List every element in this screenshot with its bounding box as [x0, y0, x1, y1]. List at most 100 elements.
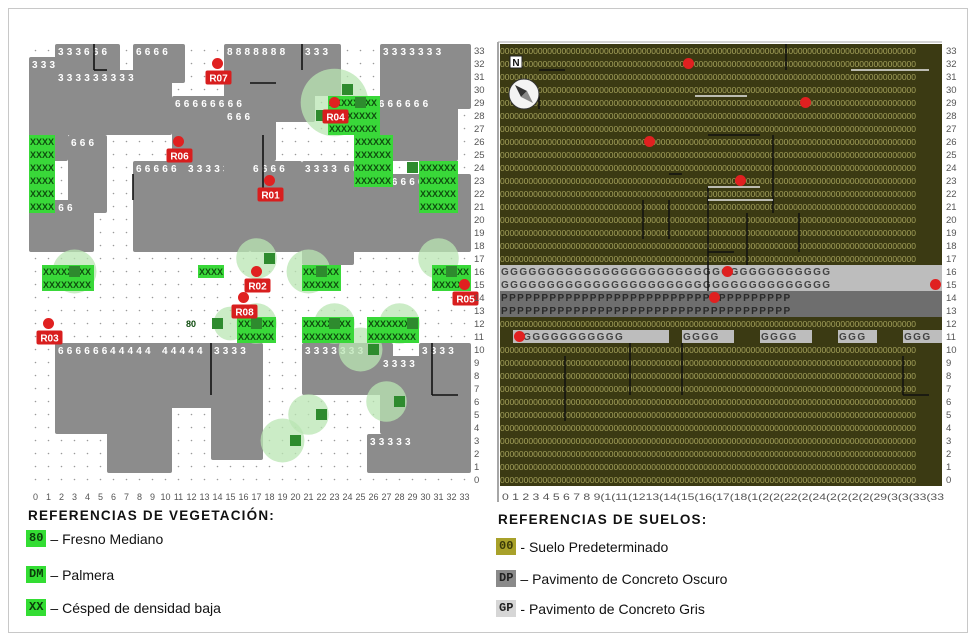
grid-dot [424, 478, 427, 481]
soil-row-text: 0000000000000000000000000000000000000000… [500, 137, 916, 147]
grid-dot [216, 296, 219, 299]
grid-dot [437, 309, 440, 312]
grid-dot [190, 439, 193, 442]
grid-dot [125, 244, 128, 247]
axis-y-tick: 14 [474, 293, 485, 304]
legend-label-palm: – Palmera [50, 566, 115, 583]
building-height-text: 3333 [383, 359, 418, 370]
pavement-text: PPPPPPPPPPPPPPPPPPPPPPPPPPPPPPPPPPPP [501, 306, 792, 317]
grid-dot [346, 426, 349, 429]
grass-patch [354, 135, 393, 187]
receptor-point [683, 58, 694, 69]
grid-dot [99, 452, 102, 455]
soil-axis-y-tick: 27 [946, 124, 957, 135]
grid-dot [229, 465, 232, 468]
grid-dot [268, 387, 271, 390]
soil-axis-y-tick: 23 [946, 176, 957, 187]
grid-dot [86, 452, 89, 455]
axis-y-tick: 9 [474, 358, 479, 369]
grid-dot [138, 270, 141, 273]
building-block [68, 135, 107, 213]
grid-dot [99, 478, 102, 481]
axis-x-tick: 25 [355, 492, 365, 502]
soil-axis-y-tick: 1 [946, 462, 951, 473]
building-height-text: 44444 [110, 346, 154, 357]
grid-dot [346, 452, 349, 455]
grid-dot [112, 153, 115, 156]
grid-dot [99, 309, 102, 312]
grid-dot [138, 257, 141, 260]
building-height-text: 3333333 [305, 346, 366, 357]
grid-dot [372, 62, 375, 65]
grid-dot [190, 62, 193, 65]
tree-core [446, 266, 457, 277]
grid-dot [450, 478, 453, 481]
grid-dot [359, 49, 362, 52]
grass-text: XXXXXX [420, 176, 456, 186]
grid-dot [99, 270, 102, 273]
grid-dot [216, 335, 219, 338]
axis-y-tick: 11 [474, 332, 484, 343]
grid-dot [372, 283, 375, 286]
grid-dot [73, 296, 76, 299]
grid-dot [47, 465, 50, 468]
tree-core [368, 344, 379, 355]
grid-dot [112, 478, 115, 481]
soil-axis-y-tick: 16 [946, 267, 957, 278]
grid-dot [333, 478, 336, 481]
grid-dot [138, 283, 141, 286]
axis-y-tick: 26 [474, 137, 485, 148]
grid-dot [372, 478, 375, 481]
grid-dot [229, 283, 232, 286]
grass-text: XXXXXX [433, 280, 469, 290]
grid-dot [112, 283, 115, 286]
grid-dot [164, 322, 167, 325]
grid-dot [112, 231, 115, 234]
grid-dot [372, 257, 375, 260]
grid-dot [463, 335, 466, 338]
axis-y-tick: 29 [474, 98, 485, 109]
grid-dot [307, 127, 310, 130]
grid-dot [411, 296, 414, 299]
grid-dot [437, 296, 440, 299]
soil-axis-y-tick: 28 [946, 111, 957, 122]
grid-dot [151, 270, 154, 273]
grass-text: XXXXXXXX [329, 124, 377, 134]
grid-dot [190, 478, 193, 481]
receptor-label: R02 [248, 282, 267, 293]
soil-axis-y-tick: 6 [946, 397, 951, 408]
grid-dot [73, 439, 76, 442]
axis-y-tick: 25 [474, 150, 485, 161]
soil-axis-y-tick: 20 [946, 215, 957, 226]
grid-dot [73, 309, 76, 312]
grid-dot [229, 257, 232, 260]
axis-y-tick: 16 [474, 267, 485, 278]
receptor-marker [329, 97, 340, 108]
grid-dot [320, 140, 323, 143]
soil-axis-y-tick: 26 [946, 137, 957, 148]
legend-label-tree: – Fresno Mediano [50, 530, 164, 547]
grid-dot [190, 452, 193, 455]
soil-row-text: 0000000000000000000000000000000000000000… [500, 462, 916, 472]
grid-dot [411, 478, 414, 481]
grid-dot [333, 153, 336, 156]
grid-dot [73, 322, 76, 325]
grid-dot [307, 140, 310, 143]
grid-dot [307, 296, 310, 299]
grid-dot [112, 192, 115, 195]
grid-dot [112, 335, 115, 338]
legend-veg-item-tree: 80 – Fresno Mediano [26, 530, 163, 547]
grid-dot [99, 322, 102, 325]
grid-dot [190, 335, 193, 338]
grid-dot [60, 452, 63, 455]
grid-dot [229, 270, 232, 273]
legend-swatch-dark: DP [496, 570, 517, 587]
grid-dot [216, 309, 219, 312]
axis-y-tick: 0 [474, 475, 479, 486]
soil-axis-y-tick: 8 [946, 371, 951, 382]
grid-dot [359, 439, 362, 442]
grass-text: XXXX [30, 202, 54, 212]
grid-dot [216, 257, 219, 260]
grid-dot [112, 322, 115, 325]
grid-dot [294, 140, 297, 143]
